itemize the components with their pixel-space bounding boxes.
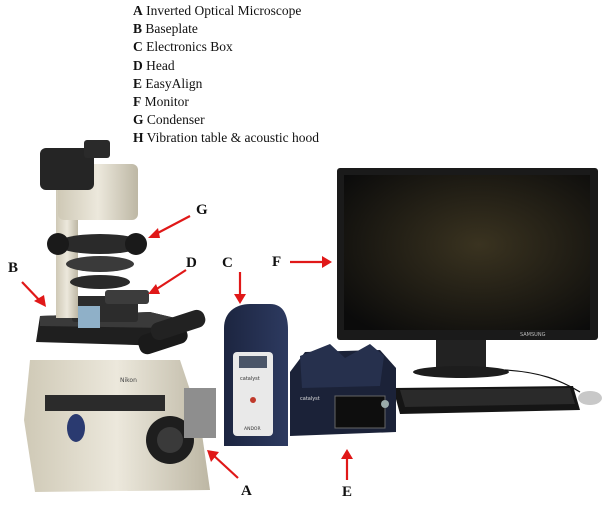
- eyepieces: [138, 309, 206, 355]
- easyalign-unit: catalyst: [290, 344, 396, 436]
- electronics-box-brand: catalyst: [240, 376, 260, 382]
- mouse-cable: [504, 369, 581, 393]
- illumination-pillar: [56, 190, 78, 318]
- electronics-box: catalyst ANDOR: [224, 304, 288, 446]
- legend-item: G Condenser: [133, 112, 205, 128]
- monitor-stand-base: [413, 366, 509, 378]
- keyboard: [393, 386, 580, 414]
- legend-item: D Head: [133, 57, 175, 73]
- electronics-box-panel: [233, 352, 273, 436]
- callout-b: B: [8, 260, 19, 276]
- arrow-a: [211, 453, 239, 479]
- monitor-screen: [344, 175, 590, 330]
- afm-head: [72, 290, 149, 328]
- legend-item: B Baseplate: [133, 21, 198, 37]
- microscope-brand: Nikon: [120, 377, 137, 384]
- easyalign-brand-text: catalyst: [300, 396, 320, 402]
- callout-d: D: [186, 255, 197, 271]
- condenser: [47, 233, 147, 289]
- mouse: [578, 391, 602, 405]
- callout-g: G: [196, 202, 208, 218]
- monitor-neck: [436, 340, 486, 368]
- component-legend: A Inverted Optical Microscope B Baseplat…: [133, 2, 319, 148]
- monitor-brand-text: SAMSUNG: [520, 332, 546, 338]
- callout-arrowheads: [34, 228, 353, 462]
- callout-a: A: [241, 483, 252, 499]
- easyalign-display: [334, 395, 386, 429]
- callout-e: E: [342, 484, 353, 500]
- electronics-box-maker: ANDOR: [244, 426, 261, 432]
- monitor: SAMSUNG: [337, 168, 598, 378]
- callout-c: C: [222, 255, 233, 271]
- legend-item: H Vibration table & acoustic hood: [133, 130, 320, 146]
- legend-item: F Monitor: [133, 94, 189, 110]
- callout-f: F: [272, 254, 282, 270]
- microscope: Nikon: [24, 140, 216, 492]
- legend-item: C Electronics Box: [133, 39, 233, 55]
- legend-item: A Inverted Optical Microscope: [133, 3, 302, 18]
- legend-item: E EasyAlign: [133, 75, 203, 91]
- lamp-housing: [40, 148, 94, 190]
